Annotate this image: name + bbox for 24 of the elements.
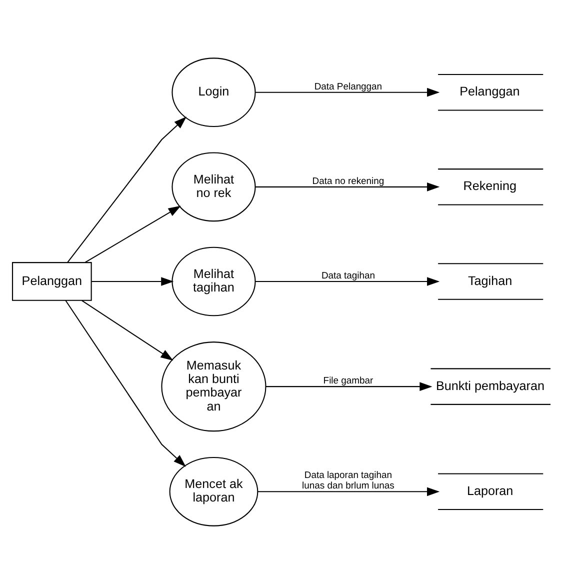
edge-label: Data tagihan (321, 270, 375, 282)
node-text: Pelanggan (460, 84, 520, 98)
node-box: Pelanggan (12, 262, 92, 300)
node-ellipse: Melihat no rek (172, 152, 256, 222)
arrow (255, 87, 440, 96)
node-text: Tagihan (468, 273, 512, 288)
arrow (255, 276, 440, 286)
arrow (258, 486, 440, 496)
arrow (65, 300, 186, 466)
edge-label: File gambar (323, 375, 374, 386)
node-text: Laporan (466, 483, 514, 498)
node-text: Rekening (463, 178, 516, 193)
node-ellipse: Melihat tagihan (172, 246, 256, 316)
node-text: Bunkti pembayaran (436, 378, 544, 392)
arrow (266, 382, 432, 390)
arrow (82, 300, 174, 360)
edge-label: Data laporan tagihan lunas dan brlum lunas (302, 470, 394, 492)
arrow (85, 205, 181, 262)
edge-label: Data no rekening (312, 175, 384, 186)
arrow (255, 182, 440, 191)
edge-label: Data Pelanggan (314, 80, 382, 92)
node-ellipse: Mencet ak laporan (169, 456, 258, 526)
arrow (67, 116, 187, 262)
arrow (92, 276, 174, 286)
